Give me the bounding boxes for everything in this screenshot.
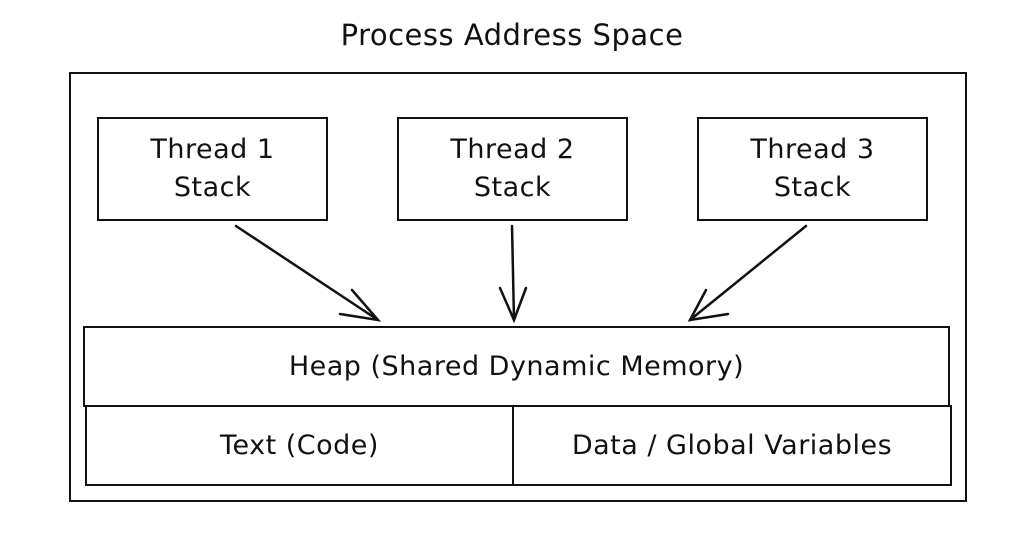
thread-1-label: Thread 1 <box>150 134 275 165</box>
text-segment-box: Text (Code) <box>85 405 514 486</box>
arrow-thread2-to-heap <box>498 224 528 324</box>
thread-2-stack-label: Stack <box>473 172 552 203</box>
data-segment-label: Data / Global Variables <box>571 429 893 461</box>
thread-2-stack-box: Thread 2 Stack <box>397 117 628 221</box>
thread-3-stack-box: Thread 3 Stack <box>697 117 928 221</box>
thread-2-label: Thread 2 <box>450 134 575 165</box>
thread-1-stack-box: Thread 1 Stack <box>97 117 328 221</box>
heap-label: Heap (Shared Dynamic Memory) <box>288 350 745 382</box>
thread-1-stack-label: Stack <box>173 172 252 203</box>
text-segment-label: Text (Code) <box>220 429 379 461</box>
data-segment-box: Data / Global Variables <box>512 405 952 486</box>
heap-box: Heap (Shared Dynamic Memory) <box>83 326 950 407</box>
thread-3-label: Thread 3 <box>750 134 875 165</box>
arrow-thread1-to-heap <box>234 224 382 322</box>
arrow-thread3-to-heap <box>687 224 808 322</box>
diagram-title: Process Address Space <box>340 18 684 52</box>
thread-3-stack-label: Stack <box>773 172 852 203</box>
